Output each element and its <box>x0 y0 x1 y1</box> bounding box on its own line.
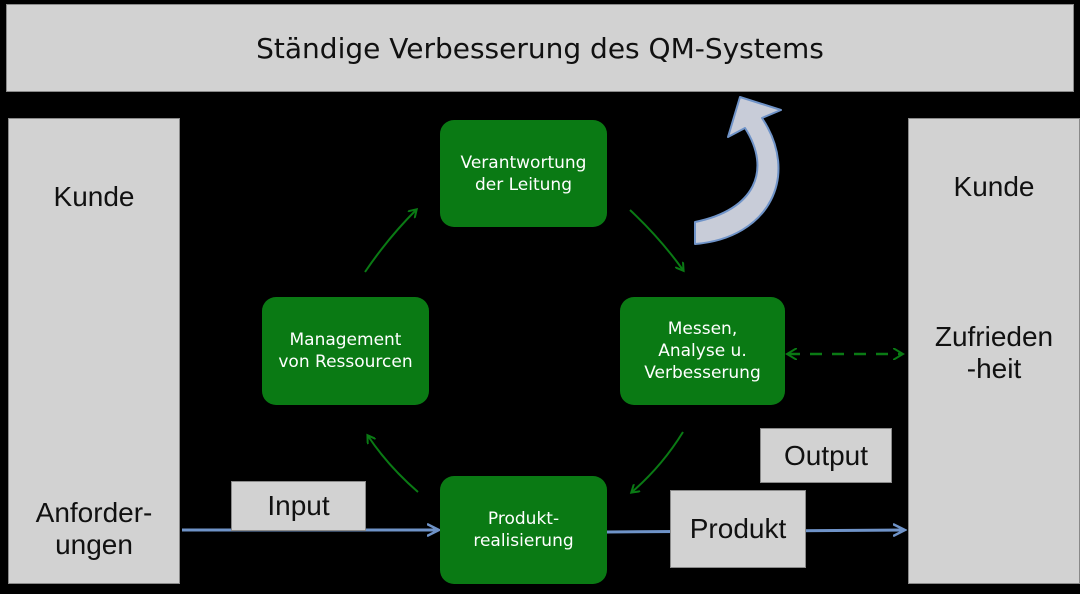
customer-label-right: Kunde <box>953 171 1035 202</box>
resources-box: Management von Ressourcen <box>262 297 429 405</box>
customer-label-left: Kunde <box>53 181 135 212</box>
arrow-realization-to-resources <box>368 436 419 493</box>
customer-satisfaction-panel: Kunde Zufrieden -heit <box>908 118 1080 584</box>
customer-requirements-panel: Kunde Anforder- ungen <box>8 118 180 584</box>
arrow-responsibility-to-measurement <box>629 209 683 270</box>
input-label: Input <box>231 481 366 531</box>
realization-box: Produkt- realisierung <box>440 476 607 584</box>
measurement-box: Messen, Analyse u. Verbesserung <box>620 297 785 405</box>
arrow-resources-to-responsibility <box>364 210 416 273</box>
title-bar: Ständige Verbesserung des QM-Systems <box>6 4 1074 92</box>
arrow-measurement-to-realization <box>632 431 684 492</box>
responsibility-box: Verantwortung der Leitung <box>440 120 607 227</box>
improvement-curved-arrow <box>694 96 782 245</box>
product-label: Produkt <box>670 490 806 568</box>
output-label: Output <box>760 428 892 483</box>
requirements-label: Anforder- ungen <box>35 497 153 560</box>
diagram-title: Ständige Verbesserung des QM-Systems <box>256 31 824 65</box>
satisfaction-label: Zufrieden -heit <box>934 321 1054 384</box>
